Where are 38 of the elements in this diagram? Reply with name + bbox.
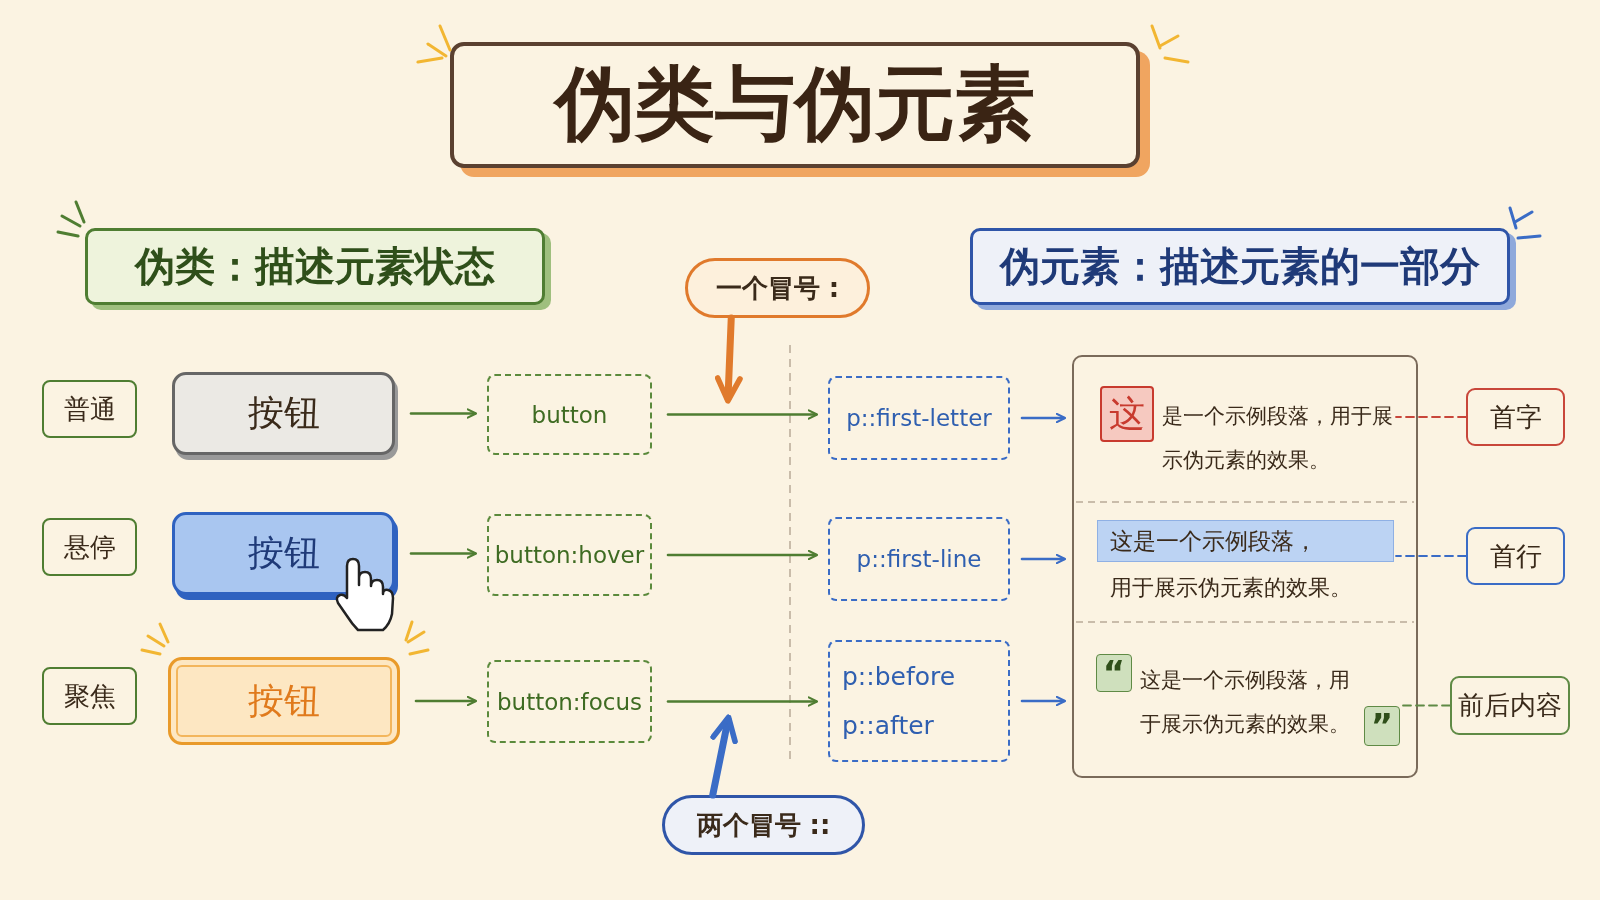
paragraph-text: 是一个示例段落，用于展示伪元素的效果。 xyxy=(1162,394,1394,482)
arrow xyxy=(1020,553,1067,565)
arrow xyxy=(409,548,478,559)
selector-text: p::after xyxy=(842,711,934,740)
selector-box: button xyxy=(487,374,652,455)
arrow xyxy=(666,409,819,420)
arrow xyxy=(1020,695,1067,707)
arrow xyxy=(1020,412,1067,424)
state-label: 悬停 xyxy=(42,518,137,576)
state-label: 普通 xyxy=(42,380,137,438)
quote-mark: ” xyxy=(1364,706,1400,746)
quote-mark: “ xyxy=(1096,654,1132,692)
paragraph-text: 用于展示伪元素的效果。 xyxy=(1110,568,1390,608)
example-panel xyxy=(1072,355,1418,778)
callout-bubble: 一个冒号 : xyxy=(685,258,870,318)
paragraph-text: 这是一个示例段落，用于展示伪元素的效果。 xyxy=(1140,658,1360,746)
arrow xyxy=(709,714,738,799)
callout-label: 首字 xyxy=(1466,388,1565,446)
arrow xyxy=(666,696,819,707)
selector-box xyxy=(828,640,1010,762)
arrow xyxy=(409,408,478,419)
leader-line xyxy=(1395,555,1467,557)
callout-label: 前后内容 xyxy=(1450,676,1570,735)
selector-box: button:hover xyxy=(487,514,652,596)
selector-box: p::first-line xyxy=(828,517,1010,601)
callout-bubble: 两个冒号 :: xyxy=(662,795,865,855)
first-letter-box: 这 xyxy=(1100,386,1154,442)
selector-box: button:focus xyxy=(487,660,652,743)
state-label: 聚焦 xyxy=(42,667,137,725)
selector-box: p::first-letter xyxy=(828,376,1010,460)
arrow xyxy=(714,314,743,404)
button-sample: 按钮 xyxy=(168,657,400,745)
leader-line xyxy=(1401,704,1451,707)
arrow xyxy=(414,695,478,707)
callout-label: 首行 xyxy=(1466,527,1565,585)
selector-text: p::before xyxy=(842,662,956,691)
arrow xyxy=(666,549,819,561)
leader-line xyxy=(1395,416,1467,418)
